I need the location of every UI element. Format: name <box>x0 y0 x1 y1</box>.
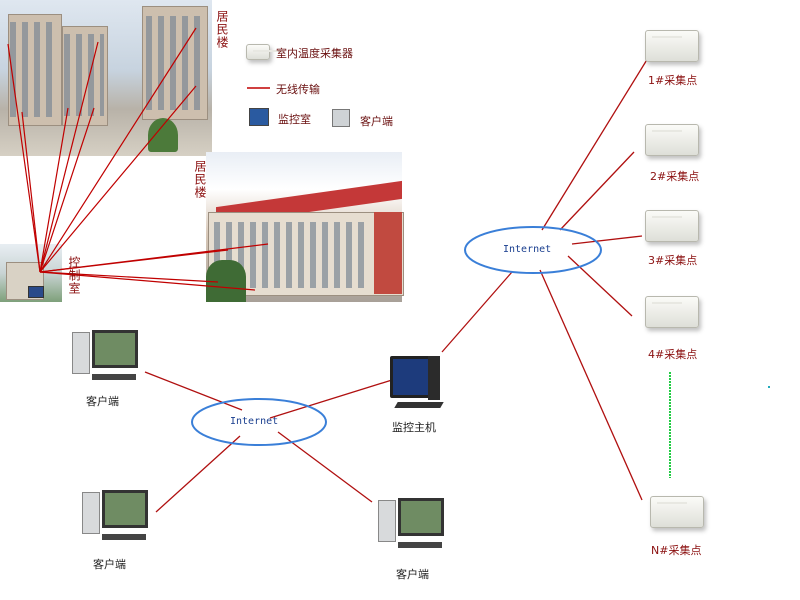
residential-photo-mid <box>206 152 404 302</box>
legend-client-icon <box>332 109 350 127</box>
wireless-link <box>39 27 197 273</box>
host-label: 监控主机 <box>392 421 436 434</box>
residential-label-mid: 居民楼 <box>193 160 207 199</box>
wireless-link <box>21 111 41 273</box>
client-computer <box>378 498 458 560</box>
collection-point-device <box>645 30 699 62</box>
collection-point-label: 1#采集点 <box>648 74 698 87</box>
client-label: 客户端 <box>86 395 119 408</box>
stray-mark <box>768 386 770 388</box>
legend-monitor-room-label: 监控室 <box>278 113 311 126</box>
wireless-link <box>7 43 41 273</box>
control-room-label: 控制室 <box>67 256 81 295</box>
collection-point-label: 2#采集点 <box>650 170 700 183</box>
legend-collector-icon <box>246 44 283 60</box>
legend-monitor-room-icon <box>249 108 269 126</box>
internet-label-left: Internet <box>230 416 279 427</box>
residential-label-top: 居民楼 <box>215 10 229 49</box>
wireless-link <box>39 243 269 273</box>
building-windows <box>10 22 58 117</box>
keyboard-icon <box>398 542 442 548</box>
tree <box>206 260 246 302</box>
link-client3 <box>277 431 373 503</box>
wireless-link <box>39 41 99 273</box>
link-internet-cp1 <box>541 57 649 231</box>
keyboard-icon <box>102 534 146 540</box>
building-windows <box>64 34 104 116</box>
collection-point-label: 3#采集点 <box>648 254 698 267</box>
monitor-icon <box>92 330 138 368</box>
internet-ellipse-right <box>464 226 602 274</box>
residential-photo-top <box>0 0 212 156</box>
collection-point-label: N#采集点 <box>651 544 702 557</box>
link-client2 <box>155 435 241 513</box>
tower-icon <box>82 492 100 534</box>
client-computer <box>82 490 162 552</box>
link-client1 <box>144 371 243 411</box>
network-links <box>144 57 649 513</box>
wireless-links <box>7 27 269 291</box>
client-computer <box>72 330 152 392</box>
legend-wireless-label: 无线传输 <box>276 83 320 96</box>
link-internet-cp2 <box>559 151 635 231</box>
collection-point-device <box>645 210 699 242</box>
monitor-icon <box>28 286 44 298</box>
wireless-link <box>39 107 95 273</box>
internet-ellipse-left <box>191 398 327 446</box>
tower-icon <box>378 500 396 542</box>
link-internet-cpn <box>539 269 643 501</box>
tower-icon <box>72 332 90 374</box>
keyboard-icon <box>92 374 136 380</box>
wireless-link <box>39 271 219 283</box>
monitor-icon <box>398 498 444 536</box>
collection-point-label: 4#采集点 <box>648 348 698 361</box>
wireless-link <box>39 85 197 273</box>
client-label: 客户端 <box>93 558 126 571</box>
legend-collector-label: 室内温度采集器 <box>276 47 353 60</box>
legend-client-label: 客户端 <box>360 115 393 128</box>
wireless-link <box>39 271 256 291</box>
keyboard-icon <box>394 402 444 408</box>
link-host-local-internet <box>269 379 393 419</box>
collection-point-device <box>650 496 704 528</box>
monitoring-host-computer <box>390 356 470 418</box>
building-side <box>374 212 402 294</box>
internet-label-right: Internet <box>503 244 552 255</box>
wireless-link <box>39 107 69 273</box>
link-internet-cp3 <box>571 235 643 245</box>
link-host-internet <box>441 271 513 353</box>
tree <box>148 118 178 152</box>
client-label: 客户端 <box>396 568 429 581</box>
link-internet-cp4 <box>567 255 633 317</box>
tower-icon <box>428 356 440 400</box>
collection-point-device <box>645 124 699 156</box>
monitor-icon <box>102 490 148 528</box>
collection-point-device <box>645 296 699 328</box>
